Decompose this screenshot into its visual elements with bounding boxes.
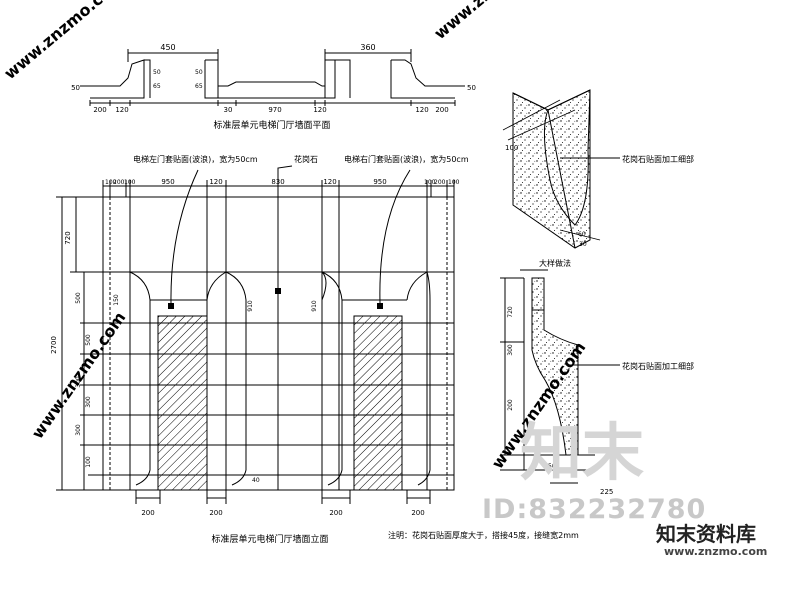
side-dim-5: 225 xyxy=(600,488,613,496)
elev-top-dim-1: 100 xyxy=(105,179,117,186)
elev-bottom-dim-2: 200 xyxy=(209,509,222,517)
elevation-left-dims xyxy=(56,196,103,491)
plan-dim-side-1: 50 xyxy=(71,84,80,92)
elev-left-dim-1: 720 xyxy=(64,231,72,244)
diagonal-watermark-1: www.znzmo.com xyxy=(0,0,127,83)
elev-top-dim-3: 100 xyxy=(124,179,136,186)
stone-detail-dim-3: 30 xyxy=(579,241,587,248)
elev-inner-dim-4: 40 xyxy=(252,477,260,484)
elevation-top-dims xyxy=(102,180,455,197)
side-section xyxy=(500,269,595,484)
elevation-bottom-dims xyxy=(135,490,431,504)
side-dim-3: 200 xyxy=(507,399,514,411)
elev-top-dim-8: 950 xyxy=(373,178,386,186)
side-dim-2: 300 xyxy=(507,344,514,356)
diagonal-watermark-4: www.znzmo.com xyxy=(430,0,557,43)
elev-left-dim-7: 300 xyxy=(75,424,82,436)
plan-section-title: 标准层单元电梯门厅墙面平面 xyxy=(213,119,330,131)
side-dim-1: 720 xyxy=(507,306,514,318)
plan-dim-bottom-2: 120 xyxy=(115,106,128,114)
elev-left-dim-4: 500 xyxy=(85,334,92,346)
callout-box-right xyxy=(377,303,383,309)
plan-dim-side-6: 50 xyxy=(467,84,476,92)
elev-inner-dim-3: 150 xyxy=(113,294,120,306)
callout-granite: 花岗石 xyxy=(294,154,318,164)
elevation-title: 标准层单元电梯门厅墙面立面 xyxy=(211,533,328,545)
plan-dim-bottom-1: 200 xyxy=(93,106,106,114)
elevation-leaders xyxy=(170,165,411,304)
construction-note: 注明：花岗石贴面厚度大于，搭接45度，接缝宽2mm xyxy=(388,530,579,540)
plan-dim-side-5: 65 xyxy=(195,83,203,90)
elev-top-dim-5: 120 xyxy=(209,178,222,186)
callout-box-left xyxy=(168,303,174,309)
elev-top-dim-2: 200 xyxy=(113,179,125,186)
elev-left-dim-8: 100 xyxy=(85,456,92,468)
plan-dim-top-1: 450 xyxy=(160,43,175,52)
side-section-callout: 花岗石贴面加工细部 xyxy=(622,361,694,371)
elev-bottom-dim-4: 200 xyxy=(411,509,424,517)
stone-detail-dim-1: 100 xyxy=(505,144,518,152)
elev-left-dim-3: 500 xyxy=(75,292,82,304)
callout-right-door: 电梯右门套贴面(波浪)，宽为50cm xyxy=(344,154,469,164)
elev-left-dim-5: 300 xyxy=(75,376,82,388)
plan-dim-bottom-5: 120 xyxy=(313,106,326,114)
elev-inner-dim-1: 910 xyxy=(247,300,254,312)
left-door-hatch xyxy=(157,315,208,491)
stone-detail-title: 大样做法 xyxy=(539,258,571,268)
plan-section xyxy=(80,49,465,106)
plan-dim-bottom-3: 30 xyxy=(224,106,233,114)
elev-left-dim-6: 300 xyxy=(85,396,92,408)
plan-dim-top-2: 360 xyxy=(360,43,375,52)
plan-dim-side-4: 50 xyxy=(195,69,203,76)
callout-left-door: 电梯左门套贴面(波浪)，宽为50cm xyxy=(133,154,258,164)
stone-detail-dim-2: 60 xyxy=(578,231,586,238)
right-door-hatch xyxy=(353,315,403,491)
elev-top-dim-4: 950 xyxy=(161,178,174,186)
plan-dim-bottom-7: 200 xyxy=(435,106,448,114)
elev-bottom-dim-3: 200 xyxy=(329,509,342,517)
stone-detail xyxy=(502,89,601,249)
plan-dim-side-2: 50 xyxy=(153,69,161,76)
callout-box-center xyxy=(275,288,281,294)
plan-dim-side-3: 65 xyxy=(153,83,161,90)
plan-dim-bottom-6: 120 xyxy=(415,106,428,114)
elev-inner-dim-2: 910 xyxy=(311,300,318,312)
elev-top-dim-11: 100 xyxy=(448,179,460,186)
elev-top-dim-6: 830 xyxy=(271,178,284,186)
elev-left-dim-2: 2700 xyxy=(50,336,58,354)
elev-top-dim-7: 120 xyxy=(323,178,336,186)
side-dim-4: 50 xyxy=(548,463,556,470)
elev-top-dim-9: 100 xyxy=(424,179,436,186)
plan-dim-bottom-4: 970 xyxy=(268,106,281,114)
stone-detail-callout: 花岗石贴面加工细部 xyxy=(622,154,694,164)
diagonal-watermark-2: www.znzmo.com xyxy=(28,308,130,442)
elev-top-dim-10: 200 xyxy=(434,179,446,186)
elev-bottom-dim-1: 200 xyxy=(141,509,154,517)
